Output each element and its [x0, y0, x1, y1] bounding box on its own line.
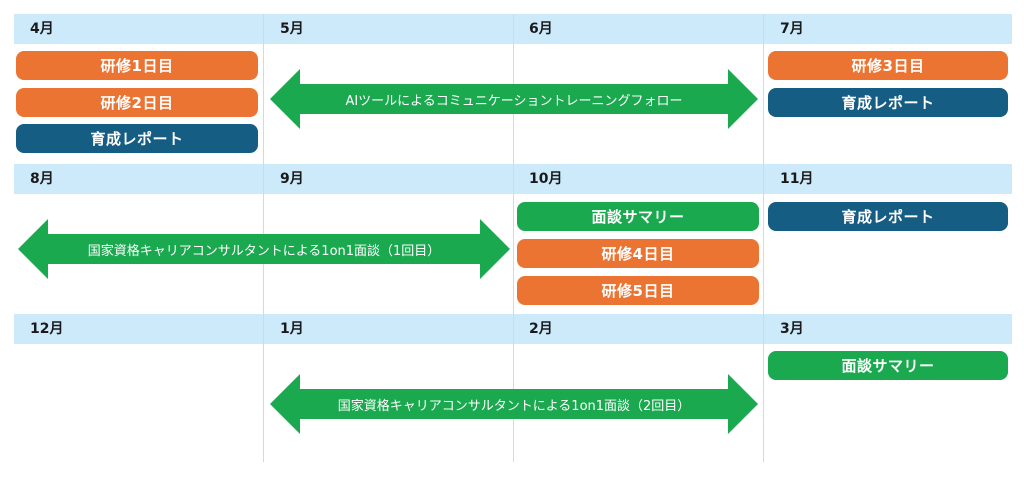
- ai-followup-arrow: AIツールによるコミュニケーショントレーニングフォロー: [270, 69, 758, 129]
- summary-oct: 面談サマリー: [517, 202, 759, 231]
- training-day4: 研修4日目: [517, 239, 759, 268]
- report-apr: 育成レポート: [16, 124, 258, 153]
- column-divider-2: [513, 14, 514, 462]
- month-label-dec: 12月: [30, 321, 64, 337]
- summary-mar: 面談サマリー: [768, 351, 1008, 380]
- training-day5: 研修5日目: [517, 276, 759, 305]
- ai-followup-label: AIツールによるコミュニケーショントレーニングフォロー: [345, 93, 683, 109]
- report-jul: 育成レポート: [768, 88, 1008, 117]
- month-label-jul: 7月: [780, 21, 804, 37]
- month-label-jun: 6月: [529, 21, 553, 37]
- month-label-oct: 10月: [529, 171, 563, 187]
- month-label-apr: 4月: [30, 21, 54, 37]
- column-divider-3: [763, 14, 764, 462]
- month-label-jan: 1月: [280, 321, 304, 337]
- consult1-label: 国家資格キャリアコンサルタントによる1on1面談（1回目）: [87, 243, 441, 259]
- consult1-arrow: 国家資格キャリアコンサルタントによる1on1面談（1回目）: [18, 219, 510, 279]
- month-label-nov: 11月: [780, 171, 814, 187]
- training-day1: 研修1日目: [16, 51, 258, 80]
- month-label-aug: 8月: [30, 171, 54, 187]
- month-label-feb: 2月: [529, 321, 553, 337]
- training-day3: 研修3日目: [768, 51, 1008, 80]
- consult2-label: 国家資格キャリアコンサルタントによる1on1面談（2回目）: [337, 398, 691, 414]
- double-arrow-shape: [18, 219, 510, 279]
- double-arrow-shape: [270, 374, 758, 434]
- training-day2: 研修2日目: [16, 88, 258, 117]
- consult2-arrow: 国家資格キャリアコンサルタントによる1on1面談（2回目）: [270, 374, 758, 434]
- double-arrow-shape: [270, 69, 758, 129]
- month-label-mar: 3月: [780, 321, 804, 337]
- report-nov: 育成レポート: [768, 202, 1008, 231]
- month-label-may: 5月: [280, 21, 304, 37]
- month-label-sep: 9月: [280, 171, 304, 187]
